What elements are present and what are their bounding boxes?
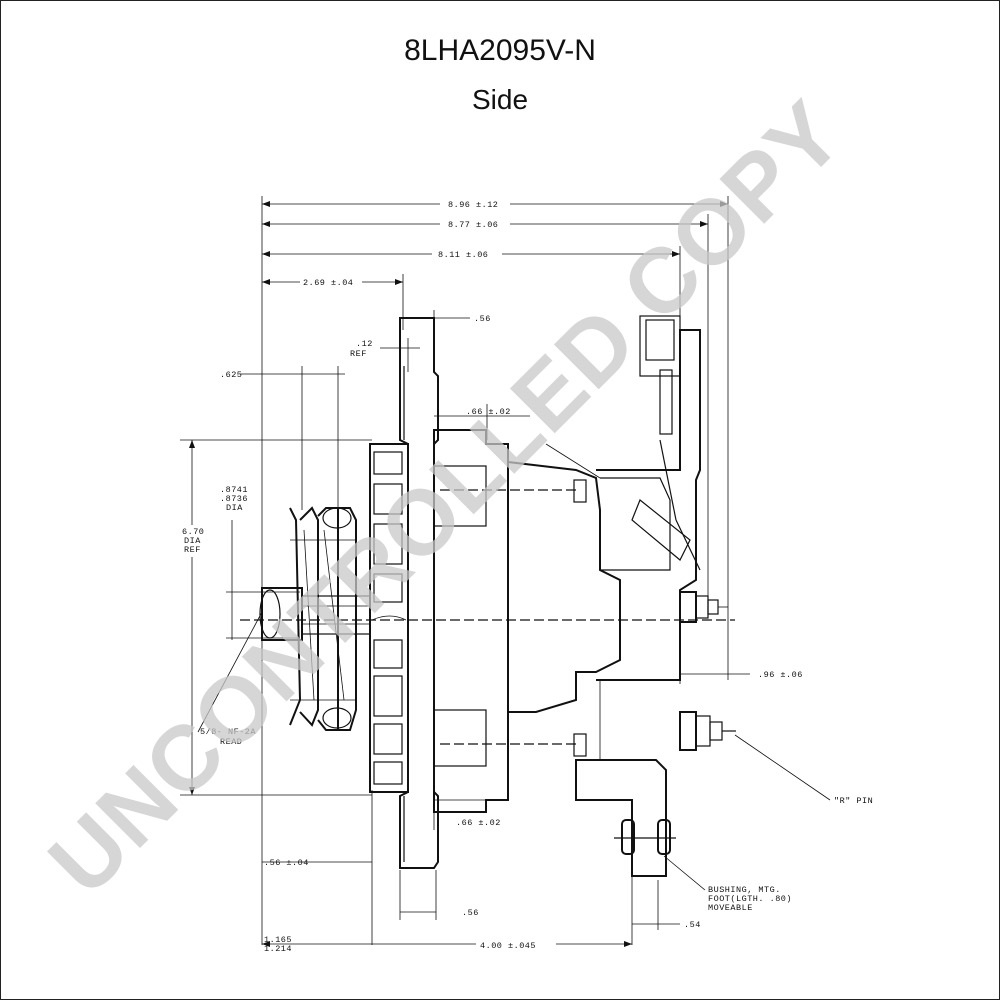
dim-hub-length-1: 1.165 — [264, 935, 292, 945]
dim-body-length: 4.00 ±.045 — [480, 941, 536, 951]
dimension-lines — [180, 196, 831, 947]
dim-pulley-width: .625 — [220, 370, 242, 380]
dim-flange-bottom: .56 — [462, 908, 479, 918]
dim-ear-top: .66 ±.02 — [466, 407, 511, 417]
housing — [433, 429, 621, 813]
dim-thread-2: READ — [220, 737, 242, 747]
dim-overall-c: 8.11 ±.06 — [438, 250, 488, 260]
dim-foot-offset: .54 — [684, 920, 701, 930]
dim-bushing-3: MOVEABLE — [708, 903, 753, 913]
dim-pulley-dia-label-1: DIA — [184, 536, 201, 546]
dim-fan-offset: .56 ±.04 — [264, 858, 309, 868]
part-number-title: 8LHA2095V-N — [404, 34, 596, 67]
view-label: Side — [471, 84, 529, 115]
dim-thread-1: 5/8- NF-2A — [200, 727, 256, 737]
dim-overall-a: 8.96 ±.12 — [448, 200, 498, 210]
dim-hub-length-2: 1.214 — [264, 944, 292, 954]
rear-housing — [596, 315, 701, 760]
dim-overall-b: 8.77 ±.06 — [448, 220, 498, 230]
dim-pulley-offset: 2.69 ±.04 — [303, 278, 353, 288]
dim-r-pin: "R" PIN — [834, 796, 873, 806]
dim-pulley-dia-label-2: REF — [184, 545, 201, 555]
dim-terminal-offset: .96 ±.06 — [758, 670, 803, 680]
dim-bushing-2: FOOT(LGTH. .80) — [708, 894, 792, 904]
dim-flange-gap: .56 — [474, 314, 491, 324]
dim-shaft-dia-label: DIA — [226, 503, 243, 513]
dim-shaft-dia-2: .8736 — [220, 494, 248, 504]
dim-bushing-1: BUSHING, MTG. — [708, 885, 781, 895]
dim-flange-ref-label: REF — [350, 349, 367, 359]
terminal-studs — [679, 591, 736, 751]
dim-ear-bottom: .66 ±.02 — [456, 818, 501, 828]
dim-shaft-dia-1: .8741 — [220, 485, 248, 495]
mounting-foot — [575, 759, 676, 877]
front-flange — [399, 317, 439, 869]
dim-pulley-dia-value: 6.70 — [182, 527, 204, 537]
dimension-labels: 8.96 ±.12 8.77 ±.06 8.11 ±.06 2.69 ±.04 … — [180, 198, 873, 954]
dim-flange-ref-value: .12 — [356, 339, 373, 349]
pulley — [289, 506, 357, 731]
